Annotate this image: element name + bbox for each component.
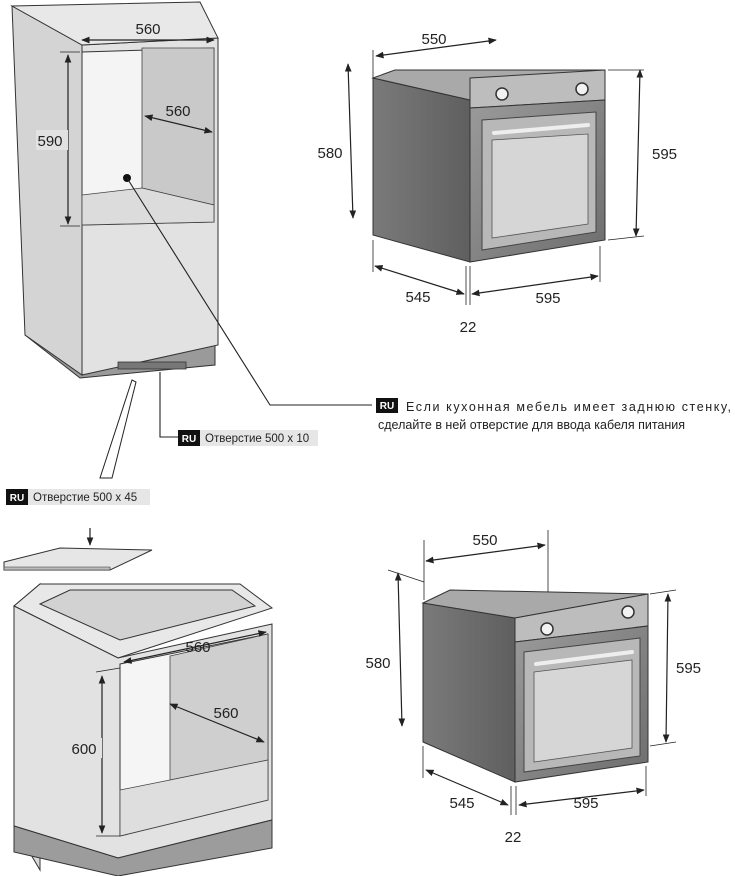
oven-door-inner (491, 133, 589, 239)
tall-cabinet (10, 1, 219, 379)
niche-back-wall (141, 47, 215, 206)
oven-knob-left (540, 622, 554, 636)
niche-floor (81, 187, 215, 226)
base-niche-floor (119, 759, 269, 837)
bottom-oven-door-offset-label: 22 (505, 829, 522, 846)
slot-10-note: RU Отверстие 500 x 10 (178, 430, 318, 446)
oven-knob-left (495, 87, 509, 101)
base-cabinet-depth-label: 560 (213, 705, 238, 722)
cabinet-top (10, 1, 219, 46)
top-oven-dimensions: 550 580 595 545 595 22 (317, 31, 677, 336)
tall-cabinet-dimensions: 560 560 590 (36, 21, 215, 227)
hob-cutout (38, 589, 257, 641)
top-oven-depth-top-label: 550 (421, 31, 446, 48)
bottom-oven-depth-top-label: 550 (472, 532, 497, 549)
tall-cabinet-width-label: 560 (135, 21, 160, 38)
ru-tag (178, 430, 200, 446)
bottom-oven (421, 589, 649, 783)
tall-cabinet-depth-label: 560 (165, 103, 190, 120)
top-oven-width-bottom-label: 595 (535, 290, 560, 307)
bottom-oven-depth-bottom-label: 545 (449, 795, 474, 812)
oven-door-handle (492, 123, 590, 135)
wall-note-line2: сделайте в ней отверстие для ввода кабел… (378, 418, 685, 432)
base-cabinet-plinth (13, 819, 273, 876)
top-oven-height-right-label: 595 (652, 146, 677, 163)
base-cabinet-width-label: 560 (185, 639, 210, 656)
bottom-oven-width-bottom-label: 595 (573, 795, 598, 812)
tall-cabinet-height-label: 590 (37, 133, 62, 150)
oven-knob-right (621, 605, 635, 619)
slot-45-note: RU Отверстие 500 x 45 (6, 489, 150, 505)
top-oven-height-left-label: 580 (317, 145, 342, 162)
bottom-oven-dimensions: 550 580 595 545 595 22 (365, 530, 701, 846)
bottom-oven-height-left-label: 580 (365, 655, 390, 672)
oven-side (422, 602, 516, 783)
wall-note-line1: Если кухонная мебель имеет заднюю стенку… (406, 400, 731, 414)
base-cabinet-dimensions: 560 560 600 (68, 630, 267, 837)
base-cabinet (3, 528, 274, 876)
top-oven-depth-bottom-label: 545 (405, 289, 430, 306)
bottom-oven-height-right-label: 595 (676, 660, 701, 677)
ru-tag-text: RU (380, 401, 394, 412)
oven-side (372, 77, 471, 263)
cabinet-side-panel (11, 5, 83, 376)
oven-door-inner (533, 659, 633, 763)
base-cabinet-height-label: 600 (71, 741, 96, 758)
ru-tag (6, 489, 28, 505)
ru-tag-text: RU (182, 434, 196, 445)
top-oven (371, 69, 606, 263)
slot-45-label: Отверстие 500 x 45 (33, 492, 137, 504)
leader-lines (99, 177, 372, 479)
vent-slot-500x10 (117, 361, 187, 370)
slot-10-label: Отверстие 500 x 10 (205, 433, 309, 445)
wall-note: RU Если кухонная мебель имеет заднюю сте… (376, 398, 731, 432)
oven-door-handle (534, 650, 634, 666)
ru-tag (376, 398, 398, 413)
ru-tag-text: RU (10, 493, 24, 504)
oven-knob-right (575, 82, 589, 96)
top-oven-door-offset-label: 22 (460, 319, 477, 336)
